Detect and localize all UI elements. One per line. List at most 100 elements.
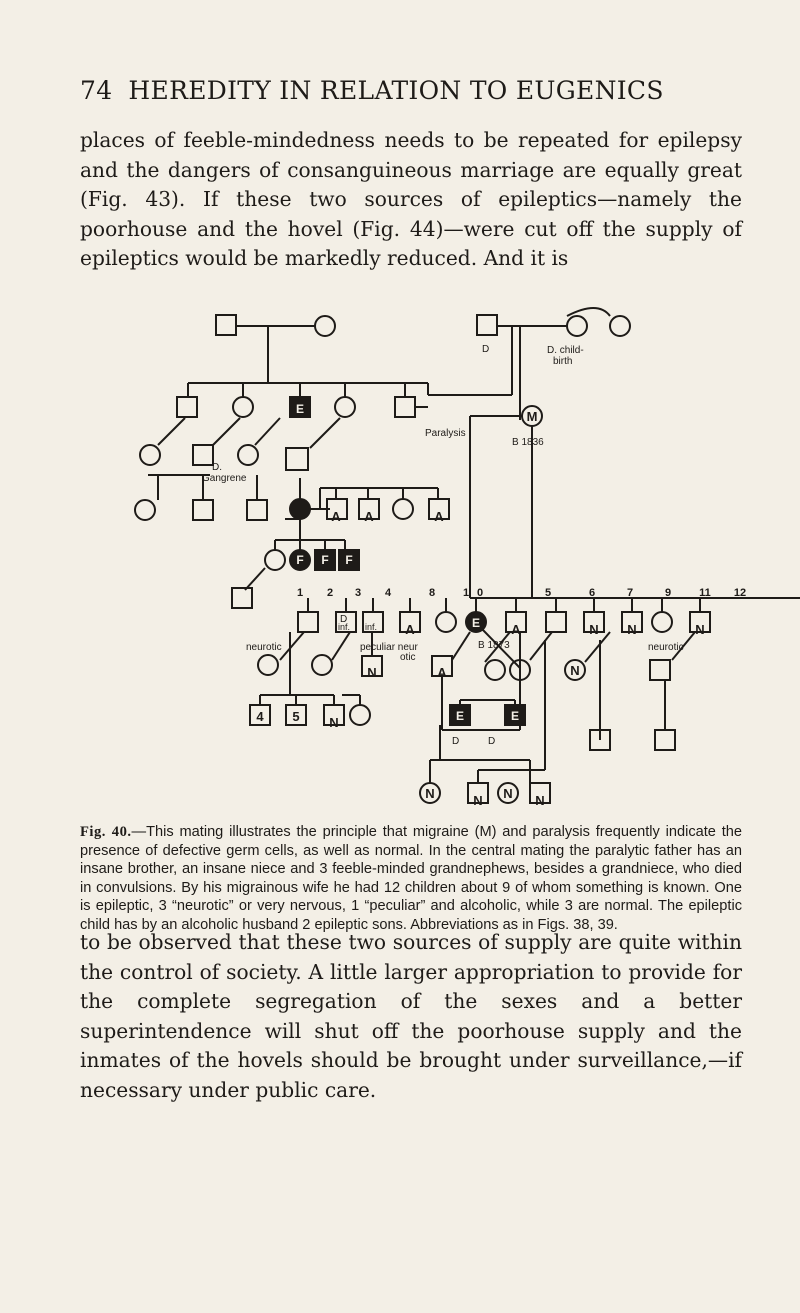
affected-box-a (505, 611, 527, 633)
label-neurotic-right: neurotic (648, 642, 684, 653)
normal-box-n (323, 704, 345, 726)
male-symbol (285, 447, 309, 471)
female-symbol (509, 659, 531, 681)
symbol-letter-a: A (437, 665, 447, 680)
feeble-minded-female-symbol (289, 549, 311, 571)
male-symbol (654, 729, 676, 751)
sibship-number: 6 (589, 587, 595, 599)
male-symbol (192, 499, 214, 521)
label-b-1836: B 1836 (512, 437, 544, 448)
symbol-letter-a: A (511, 622, 521, 637)
symbol-letter-n: N (503, 786, 512, 801)
normal-female-symbol (497, 782, 519, 804)
symbol-letter-f: F (321, 553, 328, 567)
affected-female-symbol (289, 498, 311, 520)
affected-box-a (428, 498, 450, 520)
female-symbol (264, 549, 286, 571)
running-header: 74 HEREDITY IN RELATION TO EUGENICS (80, 76, 760, 105)
sibship-number: 5 (545, 587, 551, 599)
sibship-number: 11 (699, 587, 711, 599)
page-number: 74 (80, 76, 113, 105)
label-d-father: D (482, 344, 489, 355)
symbol-letter-e: E (296, 402, 304, 416)
epileptic-female-symbol (465, 611, 487, 633)
female-symbol (651, 611, 673, 633)
normal-box-n (583, 611, 605, 633)
sibship-number: 3 (355, 587, 361, 599)
label-d-gangrene-1: D. (212, 462, 222, 473)
symbol-letter-m: M (527, 409, 538, 424)
normal-box-n (467, 782, 489, 804)
sibship-number: 9 (665, 587, 671, 599)
label-d-left: D (452, 736, 459, 747)
sibship-number: 1 (463, 587, 469, 599)
feeble-minded-male-symbol (314, 549, 336, 571)
paralytic-father-symbol (476, 314, 498, 336)
sibship-number: 2 (327, 587, 333, 599)
symbol-letter-n: N (627, 622, 636, 637)
affected-box-a (358, 498, 380, 520)
symbol-letter-n: N (695, 622, 704, 637)
symbol-letter-a: A (331, 509, 341, 524)
affected-male-symbol (289, 396, 311, 418)
female-symbol (392, 498, 414, 520)
female-symbol (139, 444, 161, 466)
symbol-letter-e: E (456, 709, 464, 723)
label-paralysis: Paralysis (425, 428, 466, 439)
female-symbol (334, 396, 356, 418)
normal-box-n (529, 782, 551, 804)
sibship-number: 4 (385, 587, 392, 599)
label-inf-1: inf. (338, 622, 350, 632)
label-neurotic-left: neurotic (246, 642, 282, 653)
male-symbol (231, 587, 253, 609)
female-symbol (232, 396, 254, 418)
male-symbol (215, 314, 237, 336)
male-symbol (649, 659, 671, 681)
paragraph-top: places of feeble-mindedness needs to be … (80, 128, 742, 270)
caption-lead: Fig. 40. (80, 824, 132, 840)
female-symbol (566, 315, 588, 337)
normal-box-n (621, 611, 643, 633)
male-symbol (297, 611, 319, 633)
female-symbol (237, 444, 259, 466)
box-five (285, 704, 307, 726)
female-symbol (609, 315, 631, 337)
sibship-number: 0 (477, 587, 483, 599)
symbol-letter-n: N (570, 663, 579, 678)
sibship-number: 7 (627, 587, 633, 599)
symbol-letter-four: 4 (256, 709, 264, 724)
running-title: HEREDITY IN RELATION TO EUGENICS (128, 76, 664, 105)
label-d-gangrene-2: Gangrene (202, 473, 247, 484)
affected-box-a (326, 498, 348, 520)
female-symbol (484, 659, 506, 681)
male-symbol (176, 396, 198, 418)
label-d-inf: D (340, 614, 347, 625)
symbol-letter-f: F (345, 553, 352, 567)
female-symbol (134, 499, 156, 521)
symbol-letter-n: N (535, 793, 544, 808)
sibship-number: 8 (429, 587, 435, 599)
figure-caption: Fig. 40.—This mating illustrates the pri… (80, 823, 742, 935)
caption-text: —This mating illustrates the principle t… (80, 824, 742, 933)
symbol-letter-n: N (589, 622, 598, 637)
female-symbol (257, 654, 279, 676)
female-symbol (349, 704, 371, 726)
symbol-letter-five: 5 (292, 709, 299, 724)
infant-symbol (335, 611, 357, 633)
label-b-1873: B 1873 (478, 640, 510, 651)
symbol-letter-a: A (405, 622, 415, 637)
affected-box-a (399, 611, 421, 633)
symbol-letter-e: E (511, 709, 519, 723)
label-inf-2: inf. (365, 622, 377, 632)
label-d-childbirth-2: birth (553, 356, 572, 367)
male-symbol (192, 444, 214, 466)
paragraph-bottom: to be observed that these two sources of… (80, 930, 742, 1102)
male-symbol (545, 611, 567, 633)
pedigree-figure: A A A A A N N N M N N A N N N N N 4 5 E … (134, 307, 800, 808)
male-symbol (246, 499, 268, 521)
symbol-letter-e: E (472, 616, 480, 630)
label-peculiar-neurotic-2: otic (400, 652, 416, 663)
male-symbol (394, 396, 416, 418)
female-symbol (311, 654, 333, 676)
